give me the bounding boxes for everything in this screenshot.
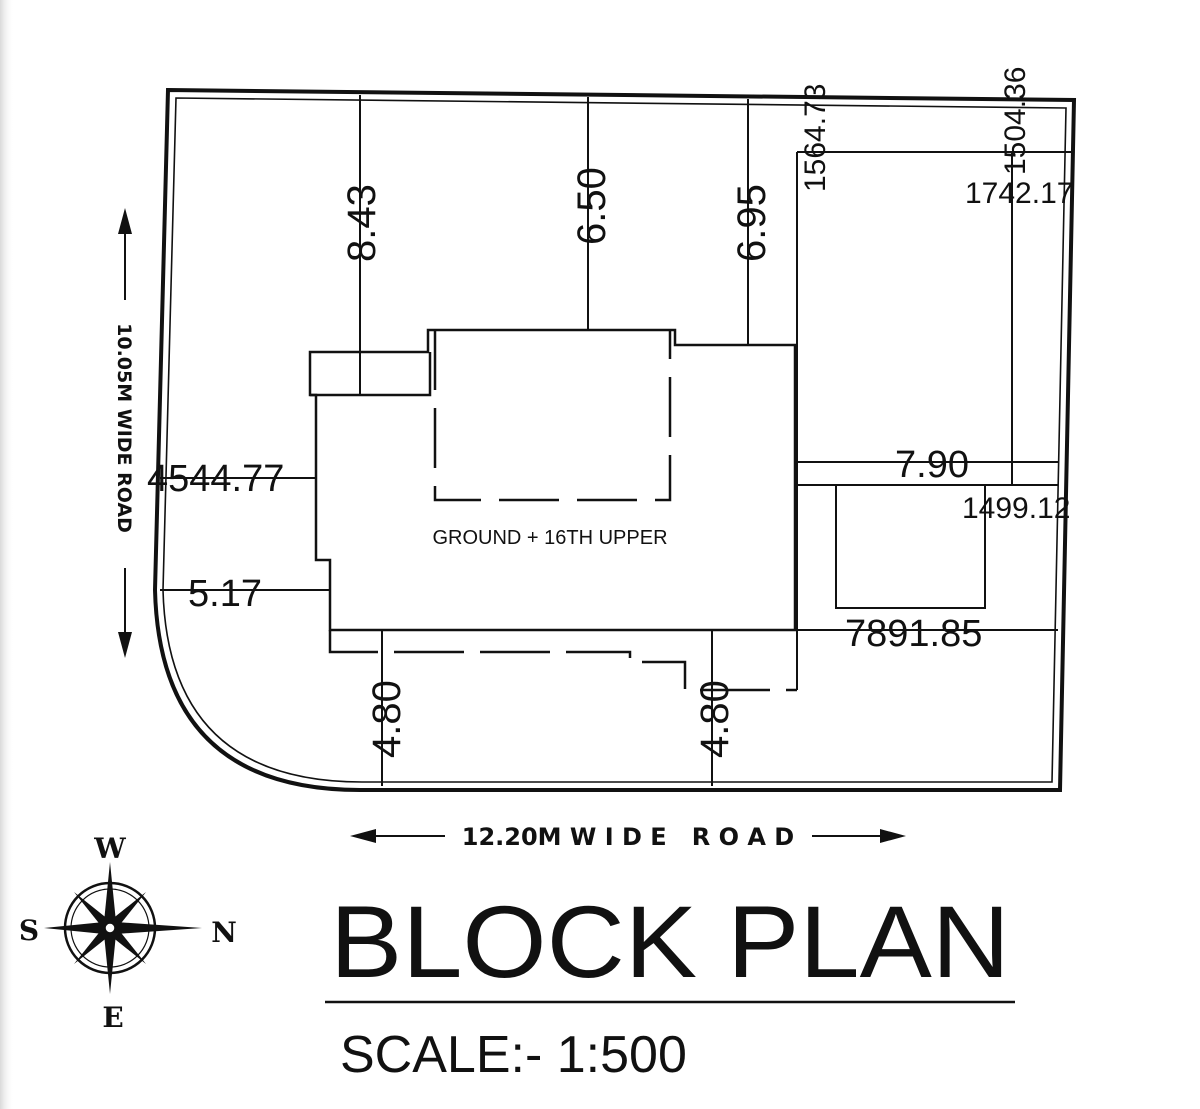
compass-top-letter: W (93, 832, 126, 865)
arrow-left-icon (350, 829, 376, 843)
dim-695: 6.95 (730, 184, 774, 262)
page-title: BLOCK PLAN (330, 885, 1010, 999)
plot-boundary (152, 87, 1077, 792)
right-block (796, 151, 1072, 690)
dim-480b: 4.80 (693, 680, 737, 758)
compass-right-letter: N (211, 916, 237, 949)
dimension-lines (160, 95, 1058, 786)
dim-790: 7.90 (895, 444, 969, 486)
arrow-up-icon (118, 208, 132, 234)
dim-843: 8.43 (340, 184, 384, 262)
page-edge-shade (0, 0, 14, 1109)
dim-1742: 1742.17 (965, 177, 1073, 210)
west-road-label: 10.05M WIDE ROAD (113, 323, 135, 533)
dim-1504: 1504.36 (999, 67, 1032, 175)
dim-1499: 1499.12 (962, 492, 1070, 525)
dim-480a: 4.80 (365, 680, 409, 758)
arrow-right-icon (880, 829, 906, 843)
dim-7891: 7891.85 (845, 613, 982, 655)
building-outline (308, 328, 797, 692)
south-road-label: 12.20M W I D E R O A D (462, 823, 794, 851)
compass-rose-icon (44, 862, 202, 994)
arrow-down-icon (118, 632, 132, 658)
compass-left-letter: S (19, 914, 39, 947)
building-label: GROUND + 16TH UPPER (432, 527, 667, 549)
south-road-arrow (350, 829, 906, 843)
scale-label: SCALE:- 1:500 (340, 1026, 687, 1084)
dim-4544: 4544.77 (147, 458, 284, 500)
west-road-arrow (118, 208, 132, 658)
dim-1564: 1564.73 (799, 84, 832, 192)
dim-650: 6.50 (570, 167, 614, 245)
dim-517: 5.17 (188, 573, 262, 615)
compass-bottom-letter: E (102, 1001, 123, 1034)
